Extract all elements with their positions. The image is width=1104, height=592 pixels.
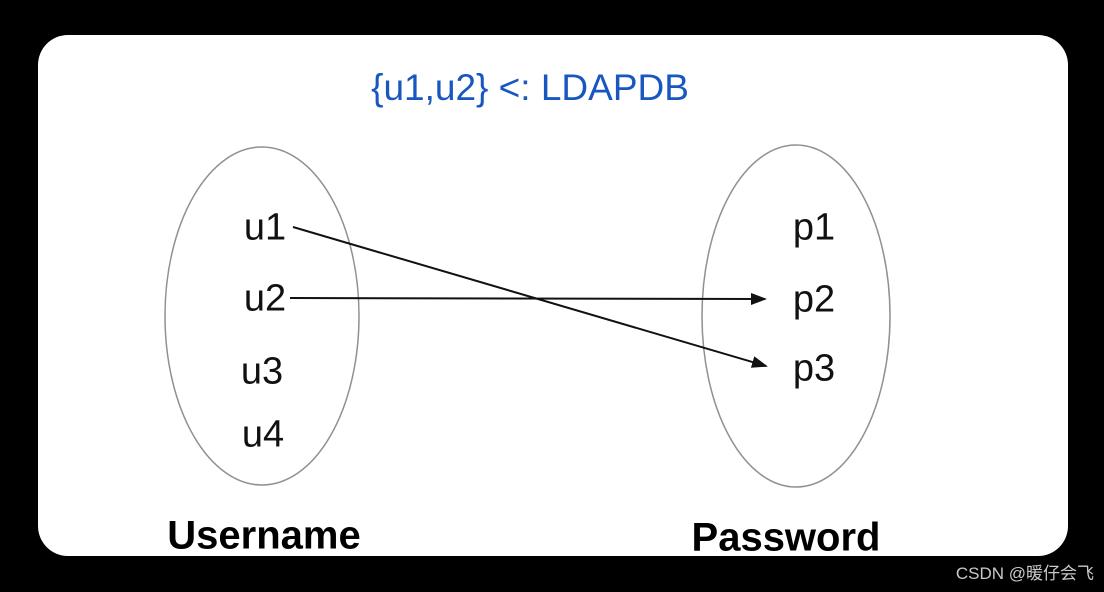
password-set-ellipse bbox=[701, 144, 891, 488]
set-item-u1: u1 bbox=[243, 206, 287, 249]
diagram-title: {u1,u2} <: LDAPDB bbox=[371, 67, 689, 108]
password-set-label: Password bbox=[691, 515, 881, 560]
set-item-p1: p1 bbox=[792, 206, 836, 249]
set-item-u4: u4 bbox=[241, 413, 285, 456]
username-set-label: Username bbox=[167, 513, 361, 558]
arrow-u1-to-p3 bbox=[292, 226, 768, 368]
set-item-p3: p3 bbox=[792, 347, 836, 390]
set-item-u3: u3 bbox=[240, 350, 284, 393]
set-item-p2: p2 bbox=[792, 278, 836, 321]
slide-card: {u1,u2} <: LDAPDB u1 u2 u3 u4 p1 p2 p3 U… bbox=[38, 35, 1068, 560]
set-item-u2: u2 bbox=[243, 277, 287, 320]
watermark: CSDN @暖仔会飞 bbox=[955, 564, 1094, 583]
arrow-u2-to-p2 bbox=[289, 292, 767, 305]
diagram-canvas bbox=[164, 144, 891, 488]
username-set-ellipse bbox=[164, 146, 360, 486]
